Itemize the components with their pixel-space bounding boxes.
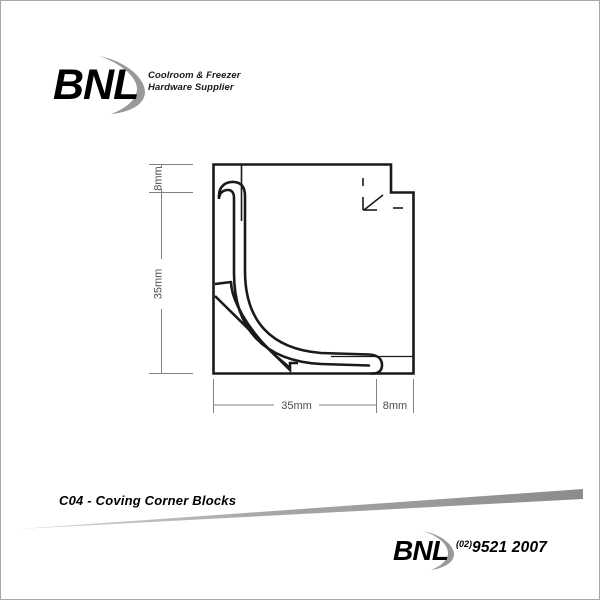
- drawing-caption: C04 - Coving Corner Blocks: [59, 493, 237, 508]
- header-logo: BNL Coolroom & Freezer Hardware Supplier: [53, 54, 303, 116]
- footer-wedge-shape: [19, 489, 583, 529]
- notch-leader-diagonal: [363, 194, 384, 211]
- footer-bnl-logo-graphic: BNL: [393, 531, 454, 570]
- block-outline: [212, 163, 415, 375]
- horizontal-dim-label-8mm: 8mm: [383, 400, 407, 412]
- footer-area-code: (02): [456, 539, 473, 549]
- horizontal-dimension-group: [213, 379, 414, 413]
- footer-phone-number: (02)9521 2007: [456, 539, 547, 557]
- tagline-line-1: Coolroom & Freezer: [148, 70, 241, 81]
- coving-mitre-diagonal: [214, 295, 298, 374]
- bnl-swoosh-icon: [99, 56, 145, 114]
- vertical-dimension-group: [149, 164, 193, 374]
- footer-wedge-graphic: [19, 489, 583, 529]
- vertical-dim-label-8mm: 8mm: [153, 166, 165, 190]
- coving-outer-profile: [217, 180, 384, 375]
- footer-logo: BNL (02)9521 2007: [393, 529, 593, 571]
- coving-corner-block-svg: 8mm 35mm 35mm 8mm: [149, 163, 415, 413]
- horizontal-dim-label-35mm: 35mm: [281, 400, 312, 412]
- technical-drawing: 8mm 35mm 35mm 8mm: [131, 151, 441, 431]
- notch-detail-marks: [362, 178, 403, 211]
- bnl-logo-graphic: BNL: [53, 56, 145, 114]
- tagline-line-2: Hardware Supplier: [148, 82, 234, 93]
- coving-inner-profile: [217, 188, 371, 367]
- footer-bnl-swoosh-icon: [423, 531, 454, 570]
- header-logo-text: BNL: [53, 61, 138, 109]
- header-tagline: Coolroom & Freezer Hardware Supplier: [148, 70, 298, 94]
- footer-logo-text: BNL: [393, 535, 448, 566]
- footer-phone-digits: 9521 2007: [472, 539, 548, 556]
- vertical-dim-label-35mm: 35mm: [153, 269, 165, 300]
